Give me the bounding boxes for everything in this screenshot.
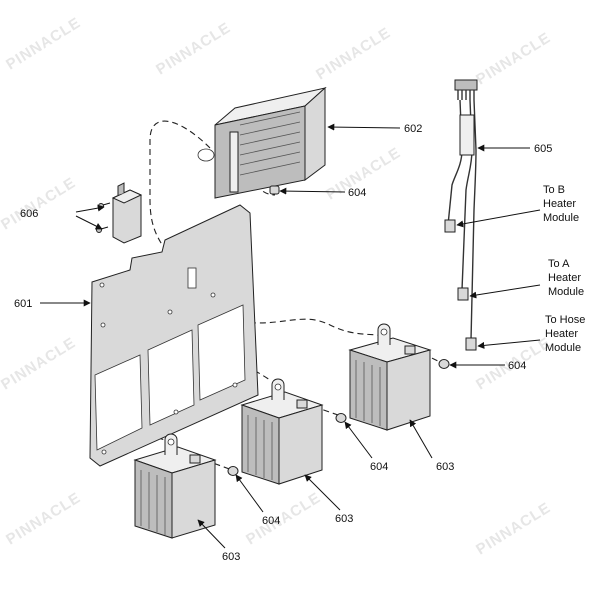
label-to-a: To A	[548, 258, 570, 270]
label-to-hose: Module	[545, 342, 581, 354]
watermark-text: PINNACLE	[3, 489, 84, 548]
label-to-b: Heater	[543, 198, 576, 210]
watermark-text: PINNACLE	[0, 334, 79, 393]
callout-605: 605	[534, 143, 552, 155]
watermark-text: PINNACLE	[473, 29, 554, 88]
label-to-a: Heater	[548, 272, 581, 284]
callout-604: 604	[348, 187, 366, 199]
watermark-text: PINNACLE	[313, 24, 394, 83]
callout-604: 604	[508, 360, 526, 372]
wire-harness-605	[444, 79, 478, 351]
controller-module-602	[197, 86, 327, 199]
label-to-b: Module	[543, 212, 579, 224]
callout-603: 603	[436, 461, 454, 473]
watermark-text: PINNACLE	[153, 19, 234, 78]
bracket-606	[96, 182, 143, 244]
heater-module-603-lower	[133, 433, 239, 539]
callout-603: 603	[222, 551, 240, 563]
harness-labels: To B Heater Module To A Heater Module To…	[543, 184, 585, 354]
heater-module-603-middle	[240, 378, 347, 485]
callout-604: 604	[370, 461, 388, 473]
callout-labels: 602 604 605 606 601 604 604 603 603 604 …	[14, 123, 552, 563]
mounting-plate-601	[89, 204, 259, 467]
label-to-a: Module	[548, 286, 584, 298]
label-to-hose: Heater	[545, 328, 578, 340]
watermark-text: PINNACLE	[473, 499, 554, 558]
watermark-text: PINNACLE	[3, 14, 84, 73]
callout-601: 601	[14, 298, 32, 310]
callout-604: 604	[262, 515, 280, 527]
callout-602: 602	[404, 123, 422, 135]
label-to-b: To B	[543, 184, 565, 196]
heater-module-603-upper	[348, 323, 450, 431]
callout-606: 606	[20, 208, 38, 220]
watermark-text: PINNACLE	[243, 489, 324, 548]
callout-603: 603	[335, 513, 353, 525]
leader-lines	[40, 123, 541, 549]
watermark-text: PINNACLE	[0, 174, 79, 233]
label-to-hose: To Hose	[545, 314, 585, 326]
